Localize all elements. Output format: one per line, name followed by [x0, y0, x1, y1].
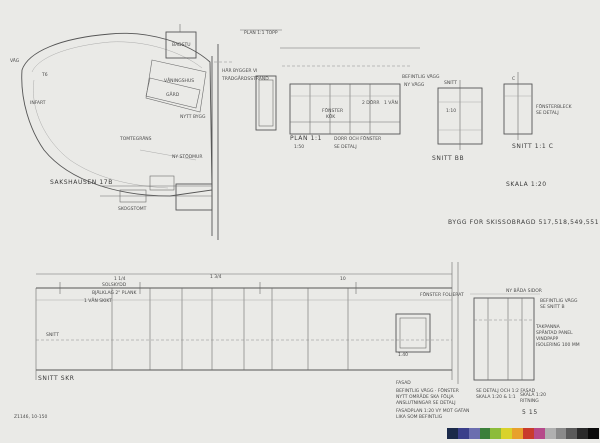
svg-text:NY VÄGG: NY VÄGG — [404, 81, 425, 88]
svg-text:T6: T6 — [41, 72, 48, 78]
notes-block: FASAD BEFINTLIG VÄGG · FÖNSTER NYTT OMRÅ… — [396, 380, 469, 420]
svg-text:BADSTU: BADSTU — [172, 42, 191, 48]
svg-text:SNITT: SNITT — [46, 332, 59, 338]
color-swatch — [544, 428, 556, 439]
svg-text:1:10: 1:10 — [446, 108, 456, 114]
site-plan: BADSTU VÅNINGSHUS GÅRD NYTT BYGG TOMTEGR… — [10, 24, 269, 236]
svg-text:SE DETALJ OCH 1:2 FASAD: SE DETALJ OCH 1:2 FASAD — [476, 388, 536, 394]
svg-text:ANSLUTNINGAR SE DETALJ: ANSLUTNINGAR SE DETALJ — [396, 400, 456, 406]
notes-block-text: FASADPLAN 1:20 VY MOT GATAN — [396, 408, 469, 414]
svg-text:FÖNSTER FOLIERAT: FÖNSTER FOLIERAT — [420, 291, 464, 298]
section-bb: SNITT 1:10 SNITT BB — [432, 80, 483, 162]
svg-text:TRÄDGÅRDSSTRAND: TRÄDGÅRDSSTRAND — [221, 75, 269, 82]
svg-text:SPÅNTAD PANEL: SPÅNTAD PANEL — [536, 329, 573, 336]
section-c-label: SNITT 1:1 C — [512, 143, 554, 150]
catalog-mark: Z1146, 10-150 — [14, 414, 47, 420]
color-swatch — [566, 428, 578, 439]
section-bb-label: SNITT BB — [432, 155, 464, 162]
svg-text:TAKPANNA: TAKPANNA — [535, 324, 561, 330]
svg-text:BEFINTLIG VÄGG: BEFINTLIG VÄGG — [540, 297, 578, 304]
svg-text:NY STÖDMUR: NY STÖDMUR — [172, 153, 202, 160]
svg-text:INFART: INFART — [30, 100, 46, 106]
svg-text:SE DETALJ: SE DETALJ — [334, 144, 357, 150]
plan-scale: 1:50 — [294, 144, 304, 150]
svg-text:DORR OCH FÖNSTER: DORR OCH FÖNSTER — [334, 135, 381, 142]
svg-text:SKALA 1:20 & 1:1: SKALA 1:20 & 1:1 — [476, 394, 516, 400]
color-swatch — [490, 428, 502, 439]
svg-text:SKOGSTOMT: SKOGSTOMT — [118, 206, 147, 212]
svg-text:VINDPAPP: VINDPAPP — [536, 336, 558, 342]
section-c: C FÖNSTERBLECK SE DETALJ SNITT 1:1 C — [503, 72, 573, 150]
svg-text:VÅNINGSHUS: VÅNINGSHUS — [164, 77, 194, 84]
svg-text:FÖNSTER: FÖNSTER — [322, 107, 343, 114]
svg-text:BEFINTLIG VÄGG · FÖNSTER: BEFINTLIG VÄGG · FÖNSTER — [396, 387, 459, 394]
color-swatch — [533, 428, 545, 439]
color-swatch — [447, 428, 458, 439]
plan-label: PLAN 1:1 — [290, 135, 322, 142]
elevation-scale: SKALA 1:20 — [506, 181, 547, 188]
elevation-detail: NY BÅDA SIDOR BEFINTLIG VÄGG SE SNITT B … — [457, 262, 580, 400]
svg-text:GÅRD: GÅRD — [166, 91, 180, 98]
svg-text:SNITT: SNITT — [444, 80, 457, 86]
svg-text:SE SNITT B: SE SNITT B — [540, 304, 565, 310]
floor-plan: PLAN 1:1 TOPP BEFINTLIG VÄGG NY VÄGG 1 V… — [217, 29, 440, 240]
stamp-number: 5 15 — [522, 409, 538, 416]
color-calibration-bar — [447, 428, 600, 439]
long-section: 1 1/4 1 3/4 10 SOLSKYDD BJÄLKLAG 2" PLAN… — [35, 262, 464, 382]
svg-text:RITNING: RITNING — [520, 398, 539, 404]
svg-text:BEFINTLIG VÄGG: BEFINTLIG VÄGG — [402, 73, 440, 80]
svg-text:SE DETALJ: SE DETALJ — [536, 110, 559, 116]
svg-text:10: 10 — [340, 276, 346, 282]
svg-text:TOMTEGRÄNS: TOMTEGRÄNS — [119, 135, 152, 142]
color-swatch — [588, 428, 600, 439]
svg-text:HÄR BYGGER VI: HÄR BYGGER VI — [222, 67, 257, 74]
svg-text:NY BÅDA SIDOR: NY BÅDA SIDOR — [506, 287, 542, 294]
svg-text:LIKA SOM BEFINTLIG: LIKA SOM BEFINTLIG — [396, 414, 443, 420]
svg-text:1.40: 1.40 — [398, 352, 408, 358]
fasad-note: FASAD — [396, 380, 411, 386]
title-stamp: SKALA 1:20 RITNING 5 15 — [520, 392, 546, 416]
svg-text:VÄG: VÄG — [10, 57, 20, 64]
svg-text:1 1/4: 1 1/4 — [114, 276, 126, 282]
color-swatch — [512, 428, 524, 439]
color-swatch — [468, 428, 480, 439]
svg-text:PLAN 1:1 TOPP: PLAN 1:1 TOPP — [244, 30, 278, 36]
color-swatch — [523, 428, 534, 439]
color-swatch — [555, 428, 567, 439]
color-swatch — [457, 428, 469, 439]
title-main: BYGG FOR SKISSOBRAGD 517,518,549,551 — [448, 219, 599, 226]
stamp-text: SKALA 1:20 — [520, 392, 546, 398]
long-section-label: SNITT SKR — [38, 375, 75, 382]
svg-text:NYTT BYGG: NYTT BYGG — [180, 114, 206, 120]
svg-text:1 VÅN: 1 VÅN — [384, 99, 398, 106]
svg-text:BJÄLKLAG 2" PLANK: BJÄLKLAG 2" PLANK — [92, 289, 138, 296]
svg-text:SOLSKYDD: SOLSKYDD — [102, 282, 127, 288]
site-plan-title: SAKSHAUSEN 17B — [50, 179, 113, 186]
svg-text:1 VÅN SKIKT: 1 VÅN SKIKT — [84, 297, 112, 304]
svg-text:2 DÖRR: 2 DÖRR — [362, 99, 380, 106]
svg-text:NYTT OMRÅDE SKA FÖLJA: NYTT OMRÅDE SKA FÖLJA — [396, 393, 454, 400]
svg-text:FÖNSTERBLECK: FÖNSTERBLECK — [536, 103, 573, 110]
color-swatch — [479, 428, 491, 439]
color-swatch — [501, 428, 513, 439]
color-swatch — [577, 428, 589, 439]
svg-text:ISOLERING 100 MM: ISOLERING 100 MM — [536, 342, 580, 348]
svg-text:KÖK: KÖK — [326, 113, 336, 120]
svg-text:1 3/4: 1 3/4 — [210, 274, 222, 280]
svg-text:C: C — [512, 76, 515, 82]
